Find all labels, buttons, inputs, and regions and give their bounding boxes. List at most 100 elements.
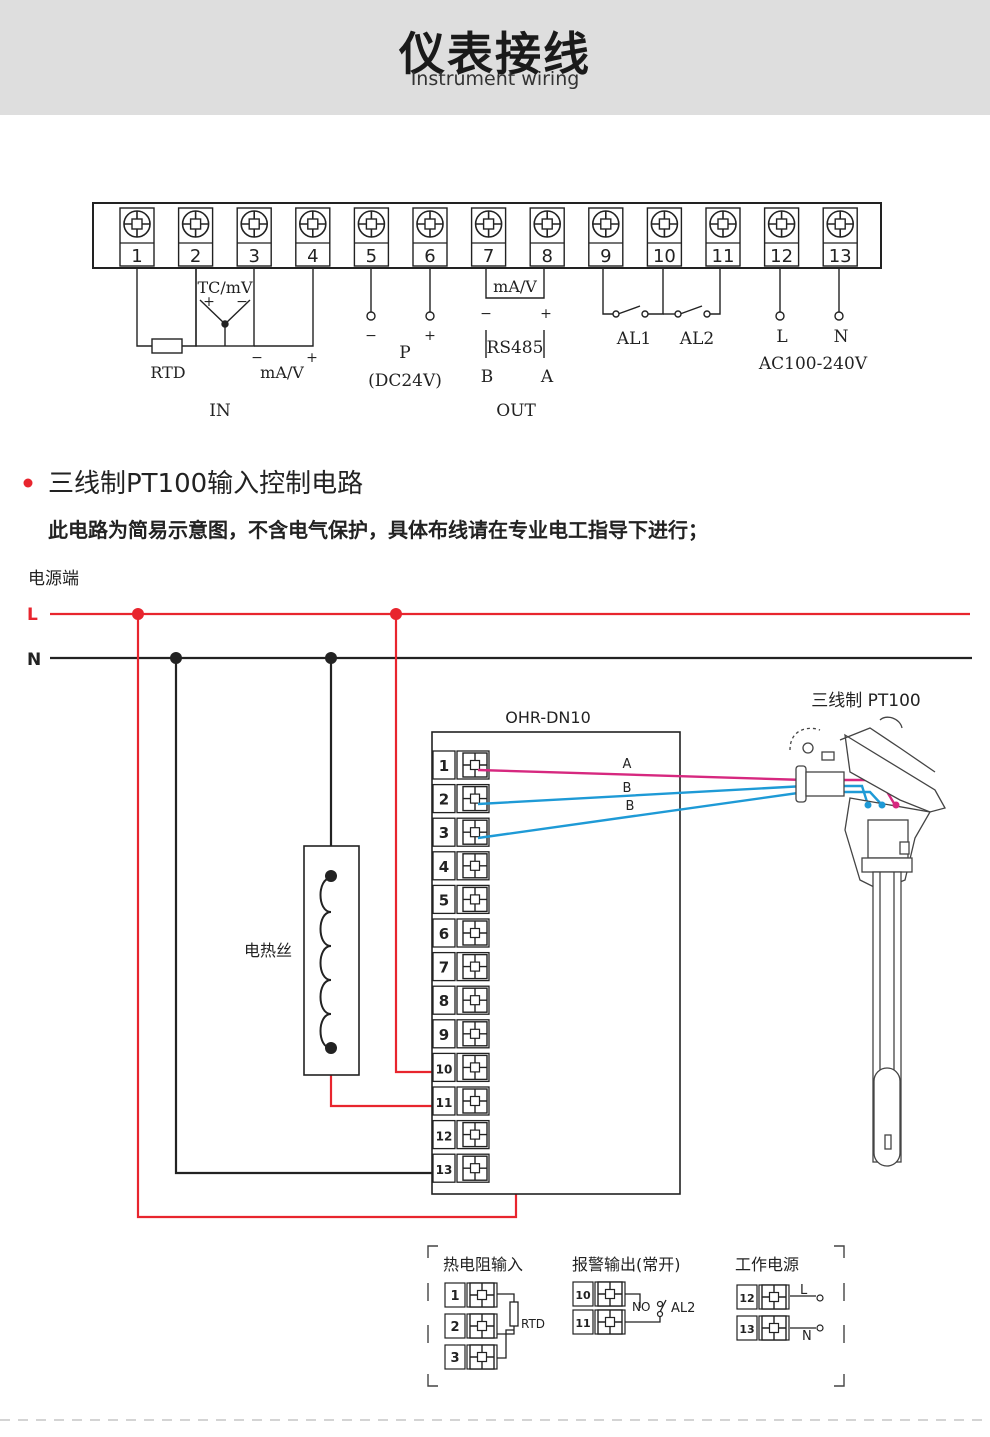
strip-terminal-number: 11 xyxy=(712,246,735,267)
legend-power-terminal-12: 12 xyxy=(736,1284,790,1310)
device-terminal-4: 4 xyxy=(432,851,490,881)
strip-terminal-10: 10 xyxy=(646,207,683,267)
strip-terminal-number: 12 xyxy=(770,246,793,267)
legend-alarm-title: 报警输出(常开) xyxy=(572,1255,681,1274)
device-terminal-number: 3 xyxy=(439,824,449,842)
strip-terminal-number: 7 xyxy=(483,246,494,267)
device-terminal-6: 6 xyxy=(432,918,490,948)
strip-terminal-number: 5 xyxy=(366,246,377,267)
out-label: OUT xyxy=(496,401,536,421)
legend-rtd-terminal-1: 1 xyxy=(444,1282,498,1308)
out-plus-label: + xyxy=(540,306,552,322)
strip-terminal-number: 3 xyxy=(248,246,259,267)
device-terminal-number: 5 xyxy=(439,891,449,909)
strip-terminal-number: 4 xyxy=(307,246,318,267)
tc-minus-label: − xyxy=(236,294,248,310)
device-name: OHR-DN10 xyxy=(505,708,591,727)
strip-terminal-13: 13 xyxy=(822,207,858,267)
strip-terminal-7: 7 xyxy=(470,207,507,267)
n-label: N xyxy=(834,327,849,347)
strip-terminal-number: 9 xyxy=(600,246,611,267)
device-terminal-1: 1 xyxy=(432,750,490,780)
section-heading: 三线制PT100输入控制电路 xyxy=(48,469,363,499)
pt100-sensor xyxy=(789,716,946,1167)
device-terminal-number: 10 xyxy=(436,1062,453,1076)
strip-terminal-number: 2 xyxy=(190,246,201,267)
p-label: P xyxy=(399,343,410,363)
rtd-label: RTD xyxy=(150,363,185,382)
p-minus-label: − xyxy=(365,328,377,344)
sensor-label: 三线制 PT100 xyxy=(811,691,921,711)
out-minus-label: − xyxy=(480,306,492,322)
strip-terminal-number: 13 xyxy=(829,246,852,267)
strip-terminal-9: 9 xyxy=(588,207,624,267)
legend-terminal-number: 12 xyxy=(739,1292,754,1305)
ac-range-label: AC100-240V xyxy=(758,354,868,374)
line-l-label: L xyxy=(27,605,38,625)
dc24v-label: (DC24V) xyxy=(368,371,442,391)
heater xyxy=(303,845,360,1076)
legend-power-n: N xyxy=(802,1329,812,1344)
device-terminal-12: 12 xyxy=(432,1119,490,1150)
device-terminal-number: 8 xyxy=(439,992,449,1010)
tc-plus-label: + xyxy=(203,294,215,310)
in-label: IN xyxy=(209,401,231,421)
page-subtitle: Instrument wiring xyxy=(410,68,580,90)
legend-terminal-number: 1 xyxy=(450,1289,459,1304)
device-terminal-10: 10 xyxy=(432,1052,490,1083)
strip-terminal-12: 12 xyxy=(763,207,800,267)
device-terminal-number: 13 xyxy=(436,1163,453,1177)
strip-terminal-5: 5 xyxy=(353,207,390,267)
device-terminal-number: 2 xyxy=(439,791,449,809)
device-terminal-7: 7 xyxy=(432,951,490,982)
strip-terminal-number: 1 xyxy=(131,246,142,267)
device-terminal-9: 9 xyxy=(432,1019,490,1049)
strip-terminal-number: 8 xyxy=(541,246,552,267)
ma-v-in-minus: − xyxy=(251,350,263,366)
legend-power-title: 工作电源 xyxy=(735,1255,799,1274)
wire-b2-label: B xyxy=(626,799,635,814)
wire-a-label: A xyxy=(623,757,632,772)
strip-terminal-2: 2 xyxy=(177,207,214,267)
device-terminal-number: 7 xyxy=(439,959,449,977)
section-note: 此电路为简易示意图，不含电气保护，具体布线请在专业电工指导下进行； xyxy=(48,518,708,542)
page-header: 仪表接线 Instrument wiring xyxy=(0,0,990,115)
strip-terminal-4: 4 xyxy=(295,207,331,267)
legend-rtd-terminal-2: 2 xyxy=(444,1313,498,1339)
legend-rtd-title: 热电阻输入 xyxy=(443,1255,523,1274)
legend-alarm-label: AL2 xyxy=(671,1301,695,1316)
device-terminal-number: 12 xyxy=(436,1130,453,1144)
rs485-label: RS485 xyxy=(487,338,544,358)
legend-terminal-number: 10 xyxy=(575,1289,591,1302)
strip-terminal-11: 11 xyxy=(705,207,741,267)
ma-v-in-label: mA/V xyxy=(260,363,304,382)
legend-power-l: L xyxy=(800,1283,808,1298)
legend-rtd-label: RTD xyxy=(521,1317,545,1331)
legend-alarm-terminal-11: 11 xyxy=(572,1309,626,1335)
device-terminal-13: 13 xyxy=(432,1153,490,1183)
bullet-dot xyxy=(23,478,33,488)
wire-b1-label: B xyxy=(623,781,632,796)
strip-terminal-6: 6 xyxy=(412,207,448,267)
device-terminal-number: 6 xyxy=(439,925,449,943)
device-terminal-number: 11 xyxy=(436,1096,453,1110)
al2-label: AL2 xyxy=(679,329,714,349)
device-terminal-2: 2 xyxy=(432,783,490,814)
legend-power-terminal-13: 13 xyxy=(736,1315,790,1341)
l-label: L xyxy=(776,327,787,347)
device-terminal-11: 11 xyxy=(432,1086,490,1116)
legend-rtd-terminal-3: 3 xyxy=(444,1344,498,1370)
ma-v-in-plus: + xyxy=(306,350,318,366)
strip-terminal-8: 8 xyxy=(529,207,565,267)
strip-terminal-number: 10 xyxy=(653,246,676,267)
legend-terminal-number: 2 xyxy=(450,1320,459,1335)
legend-terminal-number: 11 xyxy=(575,1317,590,1330)
device-terminal-number: 4 xyxy=(439,858,449,876)
p-plus-label: + xyxy=(424,328,436,344)
tc-mv-label: TC/mV xyxy=(197,278,252,297)
rs-b-label: B xyxy=(481,367,494,387)
ma-v-out-label: mA/V xyxy=(493,277,537,296)
